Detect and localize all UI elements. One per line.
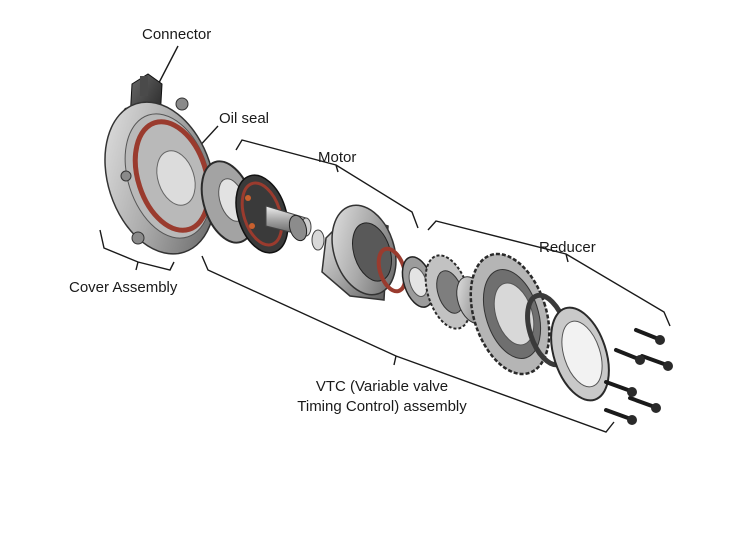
bolt-heads [627, 335, 673, 425]
motor-bracket-tip [335, 164, 339, 173]
vtc-bracket-tip [393, 355, 397, 366]
motor-label: Motor [318, 149, 357, 166]
vtc-label-line1: VTC (Variable valve [315, 378, 449, 395]
reducer-bracket-tip [565, 253, 569, 263]
cover-bracket-tip [135, 261, 139, 271]
motor-parts [200, 160, 408, 301]
reducer-parts [401, 252, 610, 402]
oil-seal-label: Oil seal [219, 110, 270, 127]
cover-assembly [104, 97, 216, 255]
bolts [604, 328, 666, 420]
annotation-lines [99, 45, 671, 433]
cover-assembly-label: Cover Assembly [69, 279, 178, 296]
vtc-label-line2: Timing Control) assembly [297, 398, 467, 415]
reducer-label: Reducer [539, 239, 596, 256]
connector-label: Connector [142, 26, 212, 43]
oil-seal-ring [132, 119, 212, 233]
